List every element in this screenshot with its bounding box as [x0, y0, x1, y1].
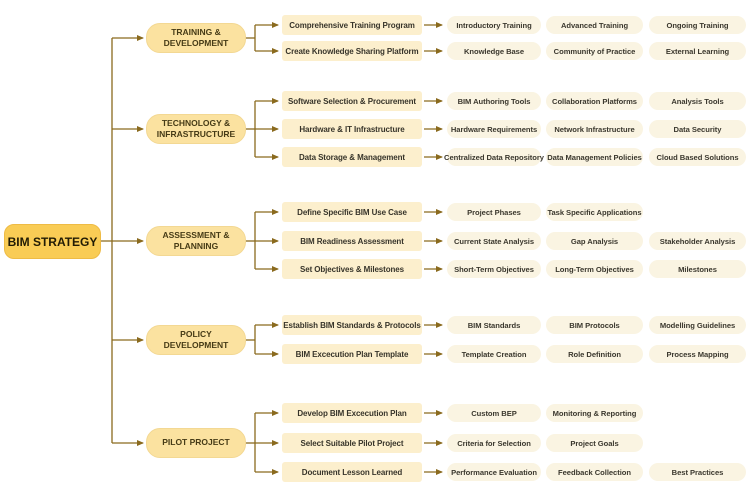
leaf-node-knowledge-base: Knowledge Base [447, 42, 541, 60]
leaf-node-bim-protocols: BIM Protocols [546, 316, 643, 334]
leaf-node-feedback-collection: Feedback Collection [546, 463, 643, 481]
subbranch-node-select-suitable-pilot-project: Select Suitable Pilot Project [282, 433, 422, 453]
leaf-node-stakeholder-analysis: Stakeholder Analysis [649, 232, 746, 250]
leaf-node-task-specific-applications: Task Specific Applications [546, 203, 643, 221]
subbranch-node-set-objectives-milestones: Set Objectives & Milestones [282, 259, 422, 279]
subbranch-node-develop-bim-excecution-plan: Develop BIM Excecution Plan [282, 403, 422, 423]
leaf-node-cloud-based-solutions: Cloud Based Solutions [649, 148, 746, 166]
branch-node-assessment-planning: ASSESSMENT & PLANNING [146, 226, 246, 256]
leaf-node-best-practices: Best Practices [649, 463, 746, 481]
branch-node-policy-development: POLICY DEVELOPMENT [146, 325, 246, 355]
root-node-bim-strategy: BIM STRATEGY [4, 224, 101, 259]
subbranch-node-bim-readiness-assessment: BIM Readiness Assessment [282, 231, 422, 251]
leaf-node-short-term-objectives: Short-Term Objectives [447, 260, 541, 278]
subbranch-node-data-storage-management: Data Storage & Management [282, 147, 422, 167]
leaf-node-bim-authoring-tools: BIM Authoring Tools [447, 92, 541, 110]
subbranch-node-bim-excecution-plan-template: BIM Excecution Plan Template [282, 344, 422, 364]
leaf-node-external-learning: External Learning [649, 42, 746, 60]
leaf-node-ongoing-training: Ongoing Training [649, 16, 746, 34]
branch-node-training-development: TRAINING & DEVELOPMENT [146, 23, 246, 53]
leaf-node-introductory-training: Introductory Training [447, 16, 541, 34]
leaf-node-data-management-policies: Data Management Policies [546, 148, 643, 166]
subbranch-node-document-lesson-learned: Document Lesson Learned [282, 462, 422, 482]
branch-node-technology-infrastructure: TECHNOLOGY & INFRASTRUCTURE [146, 114, 246, 144]
leaf-node-template-creation: Template Creation [447, 345, 541, 363]
leaf-node-advanced-training: Advanced Training [546, 16, 643, 34]
leaf-node-milestones: Milestones [649, 260, 746, 278]
connector-group [101, 22, 443, 475]
leaf-node-project-phases: Project Phases [447, 203, 541, 221]
leaf-node-gap-analysis: Gap Analysis [546, 232, 643, 250]
leaf-node-data-security: Data Security [649, 120, 746, 138]
leaf-node-custom-bep: Custom BEP [447, 404, 541, 422]
leaf-node-project-goals: Project Goals [546, 434, 643, 452]
subbranch-node-hardware-it-infrastructure: Hardware & IT Infrastructure [282, 119, 422, 139]
subbranch-node-software-selection-procurement: Software Selection & Procurement [282, 91, 422, 111]
leaf-node-analysis-tools: Analysis Tools [649, 92, 746, 110]
leaf-node-monitoring-reporting: Monitoring & Reporting [546, 404, 643, 422]
subbranch-node-create-knowledge-sharing-platform: Create Knowledge Sharing Platform [282, 41, 422, 61]
leaf-node-bim-standards: BIM Standards [447, 316, 541, 334]
leaf-node-criteria-for-selection: Criteria for Selection [447, 434, 541, 452]
leaf-node-network-infrastructure: Network Infrastructure [546, 120, 643, 138]
leaf-node-role-definition: Role Definition [546, 345, 643, 363]
leaf-node-long-term-objectives: Long-Term Objectives [546, 260, 643, 278]
leaf-node-collaboration-platforms: Collaboration Platforms [546, 92, 643, 110]
subbranch-node-establish-bim-standards-protocols: Establish BIM Standards & Protocols [282, 315, 422, 335]
branch-node-pilot-project: PILOT PROJECT [146, 428, 246, 458]
leaf-node-current-state-analysis: Current State Analysis [447, 232, 541, 250]
subbranch-node-define-specific-bim-use-case: Define Specific BIM Use Case [282, 202, 422, 222]
subbranch-node-comprehensive-training-program: Comprehensive Training Program [282, 15, 422, 35]
leaf-node-modelling-guidelines: Modelling Guidelines [649, 316, 746, 334]
leaf-node-hardware-requirements: Hardware Requirements [447, 120, 541, 138]
leaf-node-process-mapping: Process Mapping [649, 345, 746, 363]
leaf-node-community-of-practice: Community of Practice [546, 42, 643, 60]
leaf-node-centralized-data-repository: Centralized Data Repository [444, 148, 544, 166]
leaf-node-performance-evaluation: Performance Evaluation [447, 463, 541, 481]
